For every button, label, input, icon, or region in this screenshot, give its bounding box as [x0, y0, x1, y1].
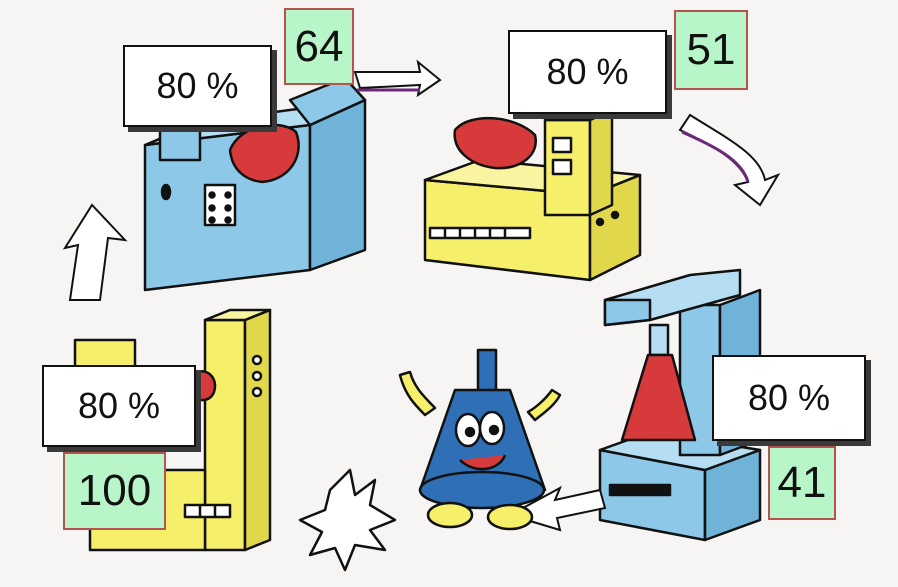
station-top-left-count: 64 — [284, 8, 354, 85]
station-bottom-left-percent: 80 % — [42, 365, 196, 447]
station-bottom-left-count: 100 — [63, 452, 166, 530]
station-bottom-right-percent: 80 % — [712, 355, 866, 441]
station-top-right-percent: 80 % — [508, 30, 667, 114]
station-top-right-count: 51 — [674, 10, 748, 90]
cone-character — [298, 348, 562, 572]
yellow-machine-top-right — [423, 108, 642, 282]
cycle-arrows — [62, 59, 781, 532]
yellow-machine-bottom-left — [73, 308, 272, 552]
station-top-left-percent: 80 % — [123, 45, 272, 127]
station-bottom-right-count: 41 — [768, 446, 836, 520]
